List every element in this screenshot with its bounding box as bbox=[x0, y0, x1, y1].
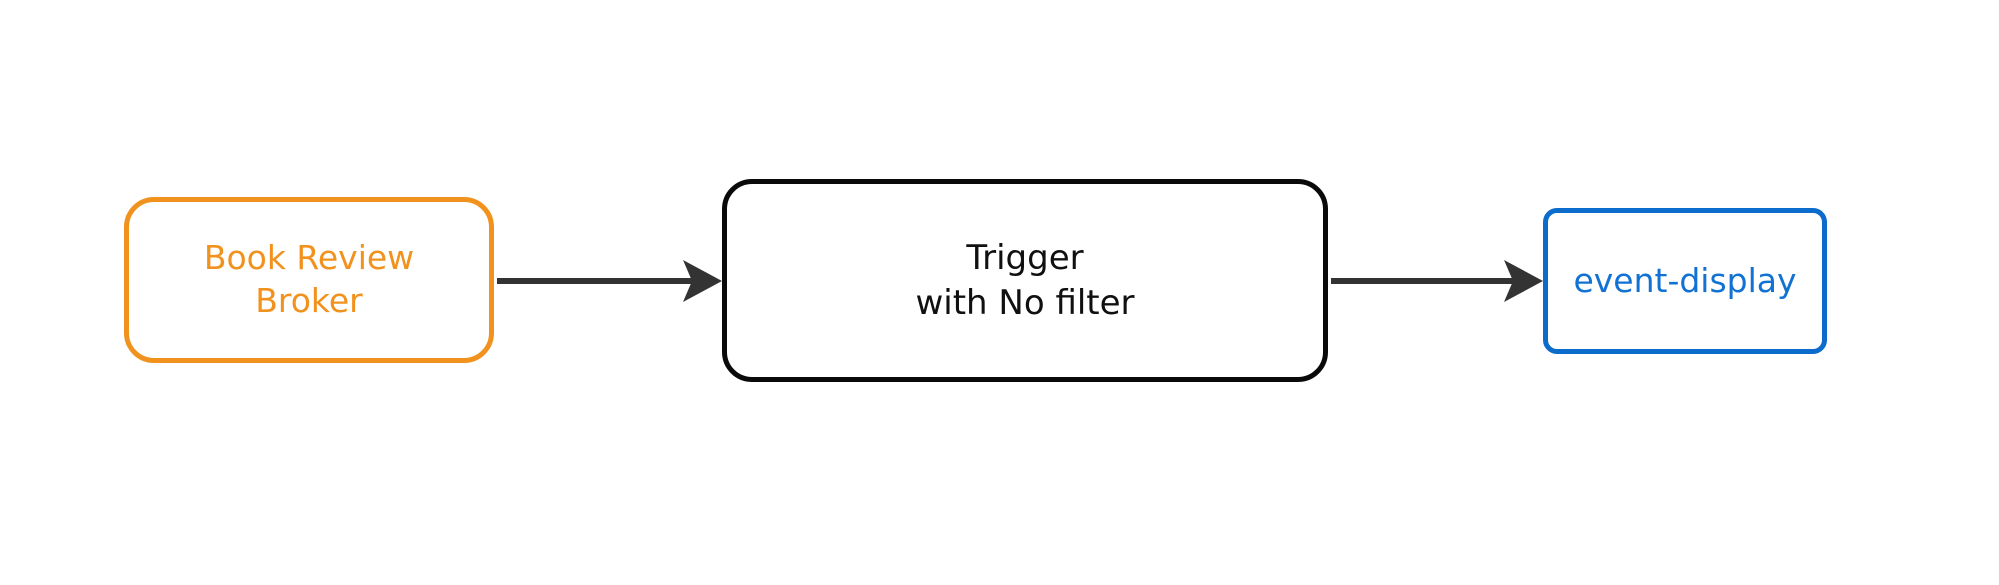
node-book-review-broker[interactable]: Book Review Broker bbox=[124, 197, 494, 363]
node-trigger-label: Trigger with No filter bbox=[915, 238, 1135, 323]
node-book-review-broker-label: Book Review Broker bbox=[203, 238, 415, 320]
node-event-display-label: event-display bbox=[1573, 260, 1797, 300]
edge-broker-trigger-arrowhead bbox=[683, 260, 722, 302]
node-trigger[interactable]: Trigger with No filter bbox=[722, 179, 1328, 382]
edge-trigger-event-display-arrowhead bbox=[1504, 260, 1543, 302]
node-event-display[interactable]: event-display bbox=[1543, 208, 1827, 354]
edge-broker-trigger bbox=[497, 260, 722, 302]
edge-trigger-event-display bbox=[1331, 260, 1543, 302]
